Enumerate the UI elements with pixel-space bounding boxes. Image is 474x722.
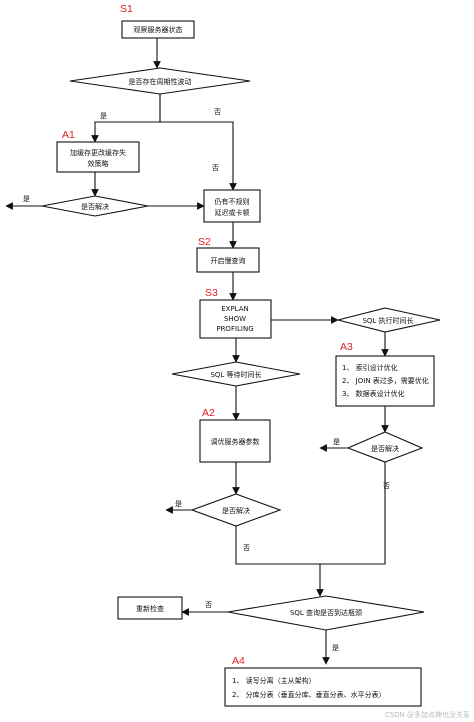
node-split-line-1: 1、 读写分离（主从架构） bbox=[232, 676, 316, 685]
node-sql-wait-label: SQL 等待时间长 bbox=[210, 370, 261, 379]
edge-label-resolved2-yes: 是 bbox=[175, 500, 182, 508]
node-slowlog: 开启慢查询 bbox=[196, 247, 260, 273]
step-label-a2: A2 bbox=[202, 407, 215, 419]
node-recheck: 重新检查 bbox=[117, 596, 183, 620]
node-resolved3-label: 是否解决 bbox=[371, 444, 399, 453]
node-irregular-line-2: 延迟或卡顿 bbox=[215, 208, 250, 217]
node-resolved1-decision: 是否解决 bbox=[41, 195, 149, 217]
node-recheck-label: 重新检查 bbox=[136, 604, 164, 613]
node-periodic-decision: 是否存在周期性波动 bbox=[69, 67, 251, 95]
node-explain-line-2: SHOW bbox=[224, 315, 246, 323]
node-observe: 观察服务器状态 bbox=[121, 20, 195, 39]
edge-label-periodic-no: 否 bbox=[214, 108, 221, 116]
node-explain-line-3: PROFILING bbox=[216, 325, 253, 333]
node-optimize-line-3: 3、 数据表设计优化 bbox=[342, 389, 405, 398]
node-optimize-line-2: 2、 JOIN 表过多，需要优化 bbox=[342, 376, 429, 385]
node-explain: EXPLAN SHOW PROFILING bbox=[199, 299, 272, 339]
node-irregular: 仍有不规则 延迟或卡顿 bbox=[203, 189, 261, 223]
edge-label-resolved3-no: 否 bbox=[383, 482, 390, 490]
node-cache: 加缓存更改缓存失 效策略 bbox=[56, 141, 140, 173]
node-resolved2-label: 是否解决 bbox=[222, 506, 250, 515]
step-label-s1: S1 bbox=[120, 3, 133, 15]
node-sql-wait-decision: SQL 等待时间长 bbox=[171, 361, 301, 387]
step-label-a1: A1 bbox=[62, 129, 75, 141]
node-bottleneck-decision: SQL 查询是否到达瓶颈 bbox=[227, 595, 425, 631]
node-irregular-line-1: 仍有不规则 bbox=[215, 197, 250, 206]
node-tune: 调优服务器参数 bbox=[199, 419, 271, 463]
node-slowlog-label: 开启慢查询 bbox=[211, 256, 246, 265]
node-sql-exec-decision: SQL 执行时间长 bbox=[337, 307, 441, 333]
node-cache-line-1: 加缓存更改缓存失 bbox=[70, 148, 126, 157]
edge-resolved2-no bbox=[235, 526, 320, 565]
connectors bbox=[5, 38, 389, 665]
edge-label-resolved3-yes: 是 bbox=[333, 438, 340, 446]
step-label-s2: S2 bbox=[198, 236, 211, 248]
edge-label-bottleneck-yes: 是 bbox=[332, 644, 339, 652]
node-optimize: 1、 索引设计优化 2、 JOIN 表过多，需要优化 3、 数据表设计优化 bbox=[335, 355, 435, 407]
node-resolved1-label: 是否解决 bbox=[81, 202, 109, 211]
watermark: CSDN @多加点辣也没关系 bbox=[385, 710, 470, 719]
node-observe-label: 观察服务器状态 bbox=[134, 25, 183, 34]
edge-label-bottleneck-no: 否 bbox=[205, 601, 212, 609]
node-resolved3-decision: 是否解决 bbox=[346, 431, 424, 463]
node-bottleneck-label: SQL 查询是否到达瓶颈 bbox=[290, 608, 362, 617]
step-label-a4: A4 bbox=[232, 655, 245, 667]
node-split-line-2: 2、 分库分表（垂直分库、垂直分表、水平分表） bbox=[232, 690, 386, 699]
edge-label-periodic-yes: 是 bbox=[100, 112, 107, 120]
node-resolved2-decision: 是否解决 bbox=[190, 493, 282, 527]
node-cache-line-2: 效策略 bbox=[88, 159, 109, 168]
node-tune-label: 调优服务器参数 bbox=[211, 437, 260, 446]
node-sql-exec-label: SQL 执行时间长 bbox=[362, 316, 413, 325]
edge-label-resolved1-yes: 是 bbox=[23, 195, 30, 203]
edge-label-resolved2-no: 否 bbox=[243, 544, 250, 552]
step-label-a3: A3 bbox=[340, 341, 353, 353]
node-periodic-label: 是否存在周期性波动 bbox=[129, 77, 192, 86]
node-explain-line-1: EXPLAN bbox=[221, 305, 249, 313]
node-optimize-line-1: 1、 索引设计优化 bbox=[342, 363, 398, 372]
edge-periodic-no bbox=[159, 94, 237, 191]
step-label-s3: S3 bbox=[205, 287, 218, 299]
edge-label-resolved1-no: 否 bbox=[212, 164, 219, 172]
edge-labels: 是 否 是 否 是 否 是 否 否 是 bbox=[23, 108, 390, 652]
node-split: 1、 读写分离（主从架构） 2、 分库分表（垂直分库、垂直分表、水平分表） bbox=[224, 667, 422, 707]
step-labels: S1 A1 S2 S3 A3 A2 A4 bbox=[62, 3, 353, 667]
edge-resolved3-no bbox=[320, 462, 386, 565]
